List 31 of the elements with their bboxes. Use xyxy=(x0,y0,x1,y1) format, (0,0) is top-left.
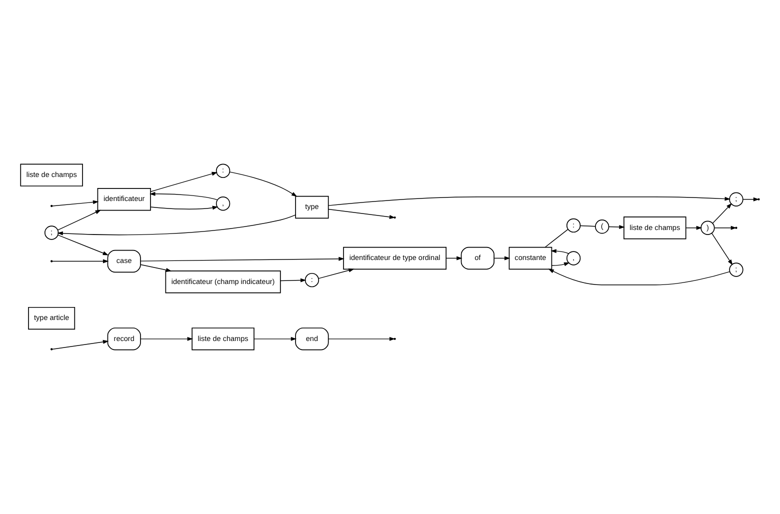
arrow xyxy=(328,208,396,219)
arrow xyxy=(254,336,297,341)
arrow xyxy=(328,336,396,341)
arrow xyxy=(551,262,570,266)
arrow xyxy=(608,225,625,230)
arrow xyxy=(711,232,733,266)
arrow xyxy=(548,268,730,286)
arrow xyxy=(57,210,102,230)
arrow xyxy=(140,256,344,262)
arrow xyxy=(57,214,296,236)
arrow xyxy=(229,172,298,197)
arrow xyxy=(52,340,109,350)
arrow xyxy=(140,264,172,272)
arrow xyxy=(280,278,306,282)
arrow xyxy=(52,259,109,264)
arrow xyxy=(494,256,510,260)
arrow xyxy=(328,196,730,206)
arrow xyxy=(150,206,218,210)
connector xyxy=(544,228,568,248)
arrow xyxy=(150,172,218,192)
arrow xyxy=(686,226,702,230)
connector xyxy=(580,225,596,227)
arrow xyxy=(446,256,462,260)
arrow xyxy=(550,249,570,254)
arrow xyxy=(150,192,218,200)
arrow xyxy=(52,200,99,206)
arrow xyxy=(712,203,732,224)
arrow xyxy=(318,268,354,279)
arrow xyxy=(140,336,194,341)
arrow xyxy=(58,234,109,256)
arrow xyxy=(714,226,737,230)
